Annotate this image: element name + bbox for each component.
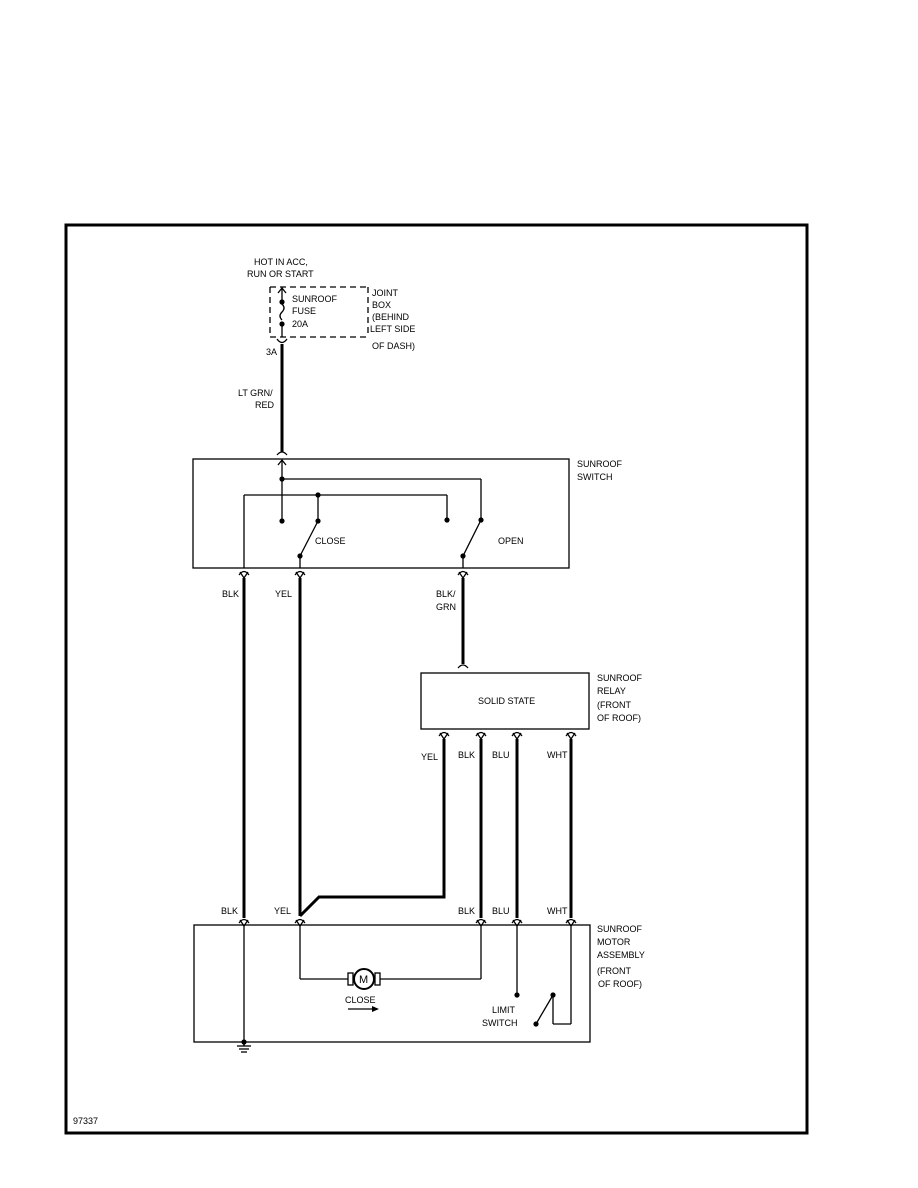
switch-blk-grn-wire-label: BLK/: [436, 589, 456, 599]
relay-wht-wire-label: WHT: [547, 750, 568, 760]
joint-box-label: LEFT SIDE: [370, 324, 415, 334]
relay-yel-wire: [298, 739, 446, 918]
joint-box-label: (BEHIND: [372, 312, 410, 322]
motor-yel-wire-label: YEL: [274, 906, 291, 916]
motor-assembly-label: SUNROOF: [597, 924, 643, 934]
switch-yel-wire-label: YEL: [275, 589, 292, 599]
motor-blk-wire-label: BLK: [458, 906, 475, 916]
sunroof-switch-box: [192, 458, 570, 569]
relay-blk-connector: [475, 731, 487, 741]
close-switch-label: CLOSE: [315, 536, 346, 546]
relay-blu-wire-label: BLU: [492, 750, 510, 760]
sunroof-switch-label: SWITCH: [577, 472, 613, 482]
connector-3a: [276, 338, 288, 344]
fuse-label: 20A: [292, 319, 308, 329]
joint-box: [269, 286, 369, 338]
switch-blk-grn-connector: [457, 570, 469, 580]
relay-wht-connector: [565, 731, 577, 741]
motor-assembly-label: ASSEMBLY: [597, 950, 645, 960]
sunroof-switch-label: SUNROOF: [577, 459, 623, 469]
relay-input-connector: [457, 664, 469, 669]
feed-wire-label: LT GRN/: [238, 388, 273, 398]
switch-blk-connector: [238, 570, 250, 580]
switch-blk-grn-wire-label: GRN: [436, 602, 456, 612]
close-switch-contact: [297, 520, 319, 568]
motor-blu-wire-label: BLU: [492, 906, 510, 916]
joint-box-label: BOX: [372, 300, 391, 310]
switch-input-connector: [276, 451, 288, 456]
ground-icon: [237, 1039, 251, 1053]
motor-blk-wire-label: BLK: [221, 906, 238, 916]
relay-label: SUNROOF: [597, 673, 643, 683]
motor-assembly-label: MOTOR: [597, 937, 631, 947]
fuse-symbol: [277, 286, 287, 337]
switch-internal-wiring: [243, 458, 484, 568]
power-source-label: HOT IN ACC,: [254, 257, 308, 267]
relay-yel-connector: [438, 731, 450, 741]
relay-label: (FRONT: [597, 700, 631, 710]
joint-box-label: JOINT: [372, 288, 399, 298]
motor-assembly-label: OF ROOF): [598, 979, 642, 989]
feed-wire-label: RED: [255, 400, 275, 410]
relay-blu-connector: [511, 731, 523, 741]
motor-close-label: CLOSE: [345, 995, 376, 1005]
motor-symbol: [347, 968, 381, 990]
relay-box: [420, 672, 590, 730]
motor-symbol-label: M: [359, 974, 368, 986]
fuse-label: SUNROOF: [292, 294, 338, 304]
figure-code: 97337: [73, 1116, 98, 1126]
relay-yel-wire-label: YEL: [421, 752, 438, 762]
power-source-label: RUN OR START: [247, 269, 314, 279]
switch-blk-wire-label: BLK: [222, 589, 239, 599]
switch-yel-connector: [294, 570, 306, 580]
relay-label: RELAY: [597, 686, 626, 696]
limit-switch-label: LIMIT: [492, 1005, 516, 1015]
relay-blk-wire-label: BLK: [458, 750, 475, 760]
fuse-label: FUSE: [292, 306, 316, 316]
open-switch-contact: [460, 519, 482, 568]
close-direction-arrow-icon: [348, 1006, 379, 1012]
motor-assembly-box: [193, 924, 591, 1043]
limit-switch-label: SWITCH: [482, 1018, 518, 1028]
motor-assembly-label: (FRONT: [597, 966, 631, 976]
diagram-frame: [64, 223, 809, 1135]
motor-wht-wire-label: WHT: [547, 906, 568, 916]
motor-internal-wiring: [243, 926, 572, 1045]
relay-label: OF ROOF): [597, 713, 641, 723]
terminal-3a-label: 3A: [266, 347, 277, 357]
relay-inner-label: SOLID STATE: [478, 696, 535, 706]
open-switch-label: OPEN: [498, 536, 524, 546]
joint-box-label: OF DASH): [372, 341, 415, 351]
